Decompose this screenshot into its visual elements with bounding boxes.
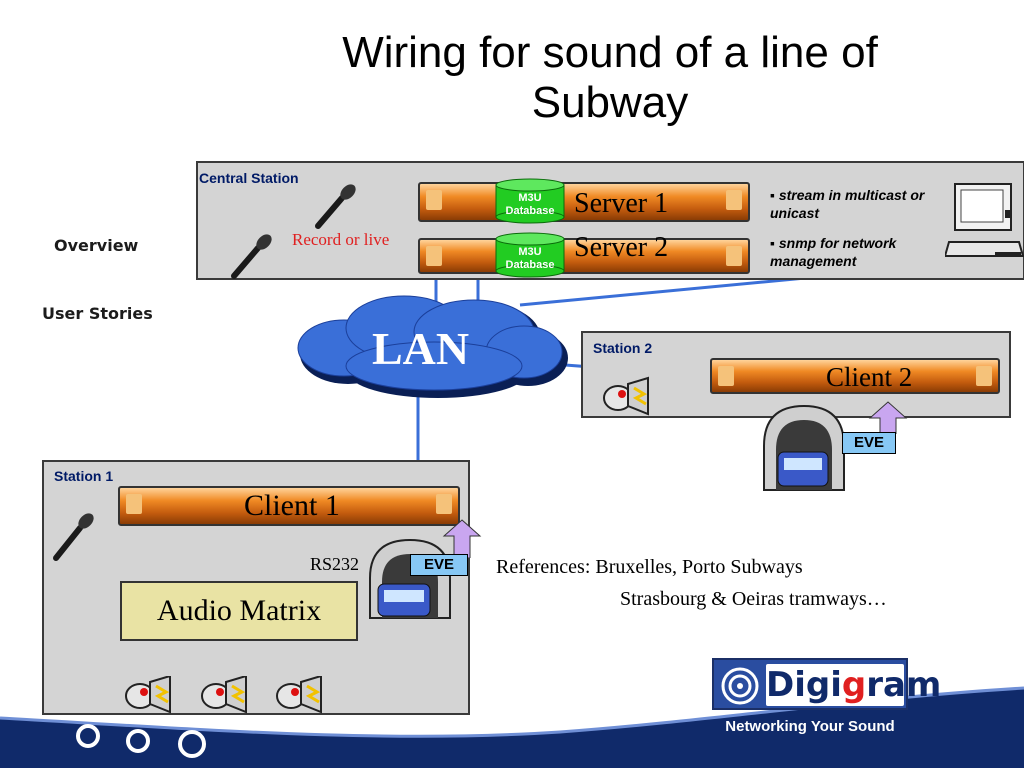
lan-label: LAN	[372, 323, 470, 374]
microphone-icon-1	[315, 184, 356, 229]
digigram-logo: Digigram	[712, 658, 942, 710]
eve-up-arrow-station2	[868, 401, 908, 434]
bullet-stream: ▪ stream in multicast or unicast	[770, 187, 925, 221]
laptop-icon	[945, 183, 1024, 257]
eve-up-arrow-station1	[442, 519, 482, 558]
tunnel-train-icon-station1	[369, 538, 451, 619]
central-station-label: Central Station	[199, 170, 299, 186]
spiral-logo-icon	[721, 667, 759, 705]
wave-dot-3	[178, 730, 206, 758]
audio-matrix-box: Audio Matrix	[120, 581, 358, 641]
eve-badge-station2: EVE	[842, 432, 896, 454]
client-2-label: Client 2	[826, 362, 913, 392]
record-or-live-label: Record or live	[292, 230, 390, 249]
eve-badge-station1: EVE	[410, 554, 468, 576]
client-1-rack	[118, 486, 460, 526]
digigram-tagline: Networking Your Sound	[725, 718, 895, 735]
slide-title-line-1: Wiring for sound of a line of	[342, 28, 878, 77]
server-1-label: Server 1	[574, 188, 669, 219]
sidebar-overview-link[interactable]: Overview	[54, 236, 139, 255]
digigram-wordmark: Digigram	[766, 664, 942, 706]
wave-dot-2	[126, 729, 150, 753]
speaker-icon-1	[125, 676, 171, 714]
sidebar-user-stories-link[interactable]: User Stories	[42, 304, 153, 323]
client-1-label: Client 1	[244, 489, 340, 522]
client-2-rack	[710, 358, 1000, 394]
slide-title-line-2: Subway	[531, 78, 689, 127]
station-2-label: Station 2	[593, 340, 653, 356]
server-1-rack	[418, 182, 750, 222]
lan-cloud	[297, 295, 568, 398]
server-2-rack	[418, 238, 750, 274]
references-line-1: References: Bruxelles, Porto Subways	[496, 556, 803, 578]
tunnel-train-icon-station2	[763, 404, 845, 491]
microphone-icon-2	[231, 234, 272, 279]
bullet-square-icon: ▪	[770, 187, 779, 203]
rs232-label: RS232	[310, 554, 360, 574]
wave-dot-1	[76, 724, 100, 748]
server-2-label: Server 2	[574, 232, 669, 263]
station-1-label: Station 1	[54, 468, 114, 484]
bullet-square-icon: ▪	[770, 235, 779, 251]
references-line-2: Strasbourg & Oeiras tramways…	[620, 588, 887, 610]
slide-title: Wiring for sound of a line of Subway	[230, 28, 990, 128]
bullet-snmp: ▪ snmp for network management	[770, 235, 897, 269]
microphone-icon-station1	[53, 513, 94, 561]
speaker-icon-station2	[603, 376, 649, 416]
speaker-icon-3	[276, 676, 322, 714]
speaker-icon-2	[201, 676, 247, 714]
